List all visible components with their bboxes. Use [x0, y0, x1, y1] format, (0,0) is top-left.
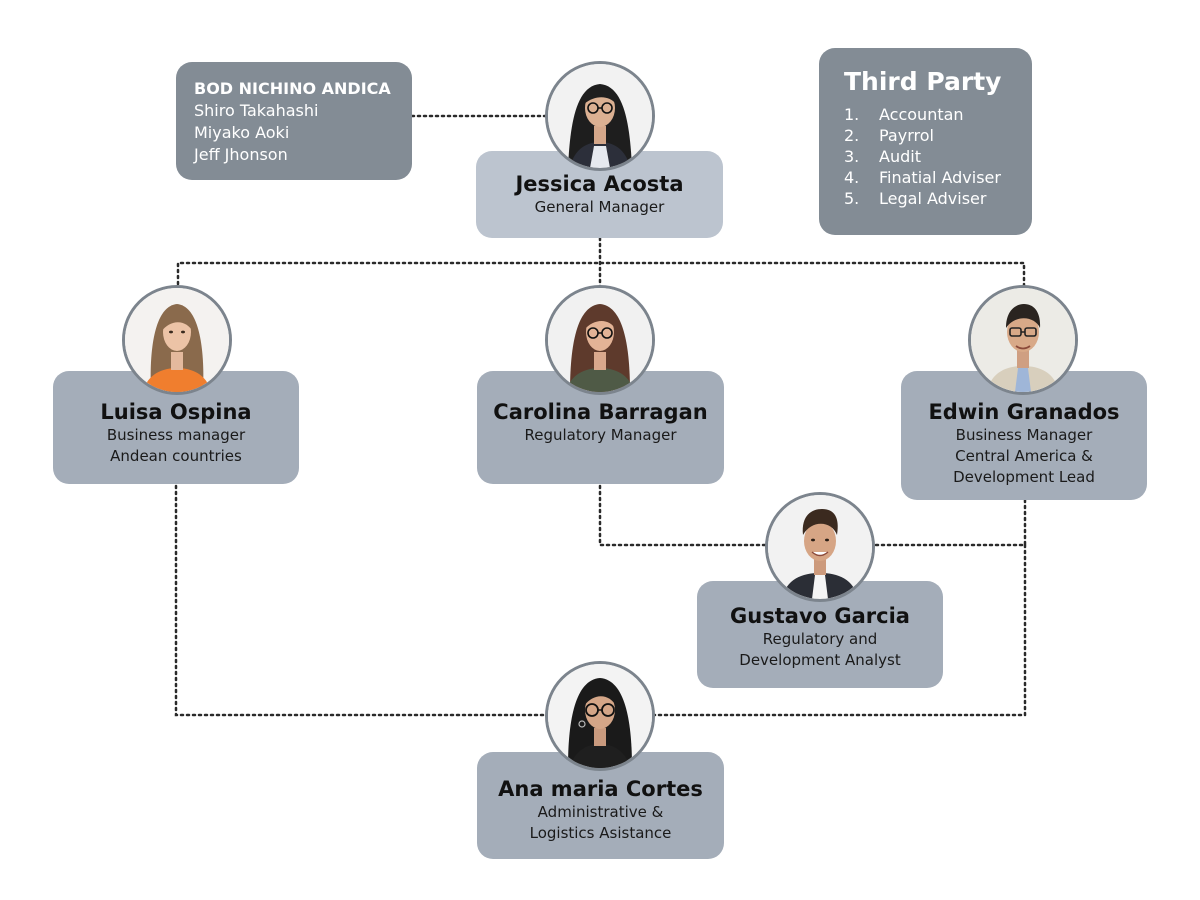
person-name: Luisa Ospina [100, 400, 252, 424]
person-role: Andean countries [110, 447, 242, 465]
person-photo-icon [548, 288, 652, 392]
person-name: Gustavo Garcia [730, 604, 910, 628]
third-party-item: 1.Accountan [844, 105, 964, 124]
person-role: Administrative & [537, 803, 664, 821]
card-luisa-ospina: Luisa Ospina Business manager Andean cou… [53, 371, 299, 484]
person-photo-icon [548, 664, 652, 768]
connector-edwin-to-gustavo [874, 498, 1027, 547]
third-party-box: Third Party 1.Accountan 2.Payrrol 3.Audi… [819, 48, 1032, 235]
person-name: Ana maria Cortes [498, 777, 703, 801]
avatar-gustavo-garcia [765, 492, 875, 602]
board-member: Jeff Jhonson [194, 145, 288, 164]
connector-carolina-to-gustavo [598, 484, 770, 547]
person-role: Business manager [106, 426, 246, 444]
person-role: General Manager [534, 198, 665, 216]
connector-edwin-to-ana [652, 543, 1027, 717]
avatar-luisa-ospina [122, 285, 232, 395]
avatar-jessica-acosta [545, 61, 655, 171]
person-role: Business Manager [955, 426, 1093, 444]
third-party-item: 4.Finatial Adviser [844, 168, 1001, 187]
person-photo-icon [125, 288, 229, 392]
avatar-edwin-granados [968, 285, 1078, 395]
third-party-list: 1.Accountan 2.Payrrol 3.Audit 4.Finatial… [844, 104, 1032, 209]
person-role: Regulatory Manager [524, 426, 677, 444]
board-title: BOD NICHINO ANDICA [194, 79, 391, 98]
connector-luisa-to-ana [174, 484, 548, 717]
third-party-item: 2.Payrrol [844, 126, 934, 145]
person-photo-icon [971, 288, 1075, 392]
person-role: Regulatory and [762, 630, 878, 648]
person-role: Logistics Asistance [529, 824, 672, 842]
third-party-item: 5.Legal Adviser [844, 189, 987, 208]
board-member: Miyako Aoki [194, 123, 290, 142]
person-photo-icon [548, 64, 652, 168]
connector-manager-bus [176, 261, 1026, 292]
person-name: Jessica Acosta [515, 172, 684, 196]
person-role: Development Lead [953, 468, 1095, 486]
person-name: Edwin Granados [928, 400, 1120, 424]
avatar-carolina-barragan [545, 285, 655, 395]
third-party-title: Third Party [844, 67, 1002, 96]
third-party-item: 3.Audit [844, 147, 921, 166]
person-role: Central America & [955, 447, 1093, 465]
avatar-ana-maria-cortes [545, 661, 655, 771]
person-role: Development Analyst [739, 651, 901, 669]
board-box: BOD NICHINO ANDICA Shiro Takahashi Miyak… [176, 62, 412, 180]
person-name: Carolina Barragan [493, 400, 708, 424]
board-member: Shiro Takahashi [194, 101, 319, 120]
person-photo-icon [768, 495, 872, 599]
